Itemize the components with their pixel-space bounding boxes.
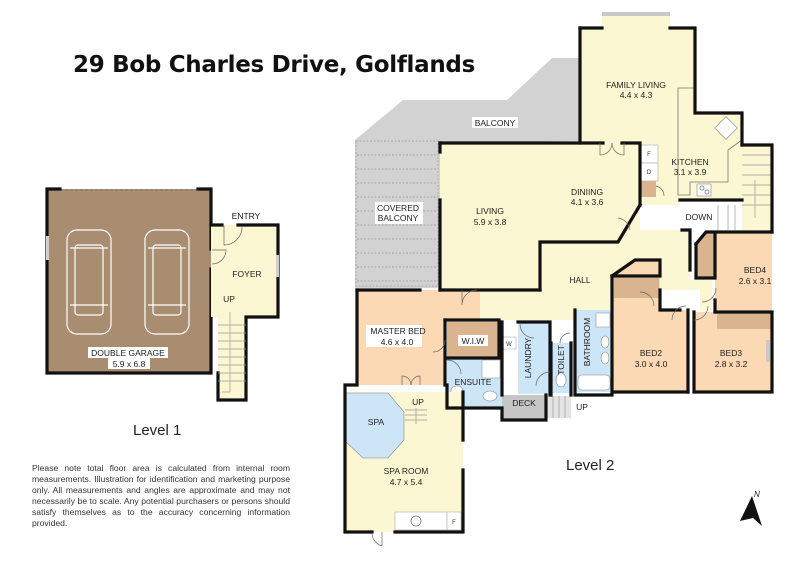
room-bed4-robe: [696, 232, 715, 278]
car-icon: [144, 229, 190, 335]
room-label: BATHROOM: [582, 318, 592, 366]
room-label: KITCHEN: [671, 157, 708, 167]
room-label: LIVING: [476, 206, 504, 216]
room-family-living: [580, 14, 742, 205]
room-bed3-robe: [717, 313, 771, 329]
room-balcony: [355, 58, 580, 143]
compass-label: N: [754, 490, 760, 499]
room-label: ENSUITE: [455, 377, 492, 387]
room-label: TOILET: [556, 345, 566, 375]
room-size: 4.4 x 4.3: [620, 90, 653, 100]
room-label: FAMILY LIVING: [606, 80, 666, 90]
room-size: 2.8 x 3.2: [715, 359, 748, 369]
room-label: FOYER: [232, 269, 261, 279]
spa-pool: [343, 392, 405, 459]
fridge-label: F: [647, 152, 651, 158]
room-size: 3.0 x 4.0: [635, 359, 668, 369]
room-label: DECK: [512, 398, 536, 408]
room-label: BALCONY: [475, 118, 516, 128]
room-label: DINIING: [571, 187, 603, 197]
page-title: 29 Bob Charles Drive, Golflands: [73, 52, 475, 78]
room-label: BALCONY: [378, 213, 419, 223]
stair-up-label: UP: [412, 397, 424, 407]
level-1-plan: DOUBLE GARAGE 5.9 x 6.8 ENTRY FOYER UP: [45, 187, 280, 402]
room-label: BED2: [640, 348, 662, 358]
room-label: BED4: [744, 265, 766, 275]
stair-up-label: UP: [223, 294, 235, 304]
stair-down-label: DOWN: [686, 212, 713, 222]
room-size: 4.6 x 4.0: [381, 337, 414, 347]
room-label: ENTRY: [232, 211, 261, 221]
level-1-label: Level 1: [133, 422, 182, 439]
room-foyer: [211, 225, 278, 398]
room-double-garage: [47, 189, 211, 373]
room-bed2-robe: [614, 278, 659, 298]
spa-fridge-label: F: [452, 520, 456, 526]
room-size: 5.9 x 3.8: [474, 217, 507, 227]
room-label: BED3: [720, 348, 742, 358]
room-size: 4.1 x 3.6: [571, 197, 604, 207]
room-bed4: [715, 232, 772, 310]
car-icon: [66, 229, 112, 335]
room-size: 5.9 x 6.8: [113, 359, 146, 369]
stair-up-label: UP: [576, 402, 588, 412]
room-label: LAUNDRY: [523, 337, 533, 378]
room-label: SPA: [368, 417, 385, 427]
room-label: SPA ROOM: [384, 466, 429, 476]
disclaimer-text: Please note total floor area is calculat…: [32, 463, 290, 528]
room-living-dining-hall: [440, 143, 640, 305]
stairs-down: [742, 145, 772, 230]
washer-label: W: [506, 342, 512, 348]
room-label: MASTER BED: [370, 326, 425, 336]
room-label: DOUBLE GARAGE: [91, 348, 165, 358]
north-arrow-icon: [740, 496, 762, 526]
level-2-label: Level 2: [566, 457, 615, 474]
room-size: 4.7 x 5.4: [390, 477, 423, 487]
room-label: HALL: [569, 275, 591, 285]
room-laundry: [518, 322, 550, 394]
room-label: COVERED: [377, 203, 419, 213]
room-label: W.I.W: [462, 336, 485, 346]
level-2-plan: COVERED BALCONY BALCONY F D: [343, 12, 774, 547]
room-size: 3.1 x 3.9: [674, 167, 707, 177]
dryer-label: D: [647, 170, 652, 176]
room-size: 2.6 x 3.1: [739, 276, 772, 286]
room-deck: [502, 395, 546, 420]
